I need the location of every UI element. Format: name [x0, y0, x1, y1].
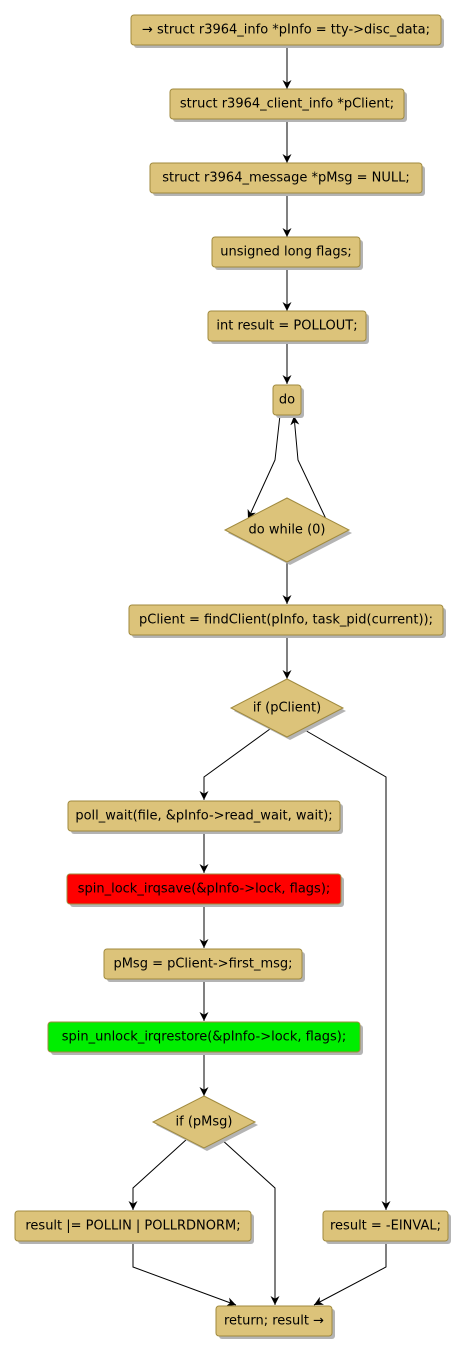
node-box — [103, 948, 303, 980]
edge-do-dowhile — [247, 414, 281, 520]
node-label: pClient = findClient(pInfo, task_pid(cur… — [139, 613, 433, 628]
node-box — [169, 88, 405, 120]
node-box — [207, 310, 367, 342]
node-box — [67, 800, 341, 832]
node-pollwait: poll_wait(file, &pInfo->read_wait, wait)… — [67, 800, 343, 834]
node-info: → struct r3964_info *pInfo = tty->disc_d… — [130, 14, 444, 48]
node-ifclient: if (pClient) — [229, 678, 346, 740]
node-ifmsg: if (pMsg) — [151, 1095, 258, 1151]
node-label: poll_wait(file, &pInfo->read_wait, wait)… — [75, 809, 332, 824]
node-label: int result = POLLOUT; — [216, 319, 357, 334]
node-find: pClient = findClient(pInfo, task_pid(cur… — [128, 604, 446, 638]
edge-pollin-return — [132, 1241, 237, 1307]
node-label: spin_unlock_irqrestore(&pInfo->lock, fla… — [62, 1030, 347, 1045]
node-box — [211, 236, 361, 268]
node-box — [149, 162, 423, 194]
node-label: unsigned long flags; — [220, 245, 352, 260]
decision-diamond — [223, 497, 351, 563]
node-label: struct r3964_message *pMsg = NULL; — [162, 171, 410, 186]
node-client: struct r3964_client_info *pClient; — [169, 88, 407, 122]
node-label: spin_lock_irqsave(&pInfo->lock, flags); — [78, 882, 331, 897]
decision-diamond — [151, 1095, 257, 1149]
edge-ifclient-einval — [302, 728, 391, 1210]
node-label: pMsg = pClient->first_msg; — [113, 957, 292, 972]
node-box — [14, 1210, 252, 1242]
edge-einval-return — [313, 1241, 387, 1306]
node-box — [128, 604, 444, 636]
edge-dowhile-do-loop — [290, 415, 327, 520]
node-dowhile: do while (0) — [223, 497, 352, 565]
edges — [128, 45, 391, 1307]
node-result: int result = POLLOUT; — [207, 310, 369, 344]
node-label: struct r3964_client_info *pClient; — [180, 97, 394, 112]
node-label: return; result → — [224, 1314, 324, 1329]
node-first: pMsg = pClient->first_msg; — [103, 948, 305, 982]
node-label: → struct r3964_info *pInfo = tty->disc_d… — [142, 23, 430, 38]
node-box — [322, 1210, 449, 1242]
node-label: result = -EINVAL; — [330, 1219, 441, 1234]
node-do: do — [272, 384, 304, 418]
node-flags: unsigned long flags; — [211, 236, 363, 270]
node-label: do — [279, 393, 295, 408]
nodes: → struct r3964_info *pInfo = tty->disc_d… — [14, 14, 451, 1339]
node-unlock: spin_unlock_irqrestore(&pInfo->lock, fla… — [47, 1021, 363, 1055]
node-label: result |= POLLIN | POLLRDNORM; — [25, 1219, 240, 1234]
node-box — [215, 1305, 333, 1337]
node-label: if (pClient) — [253, 701, 321, 716]
node-box — [47, 1021, 361, 1053]
edge-ifclient-pollwait — [199, 728, 271, 800]
decision-diamond — [229, 678, 345, 738]
edge-ifmsg-pollin — [128, 1138, 188, 1210]
node-label: if (pMsg) — [176, 1115, 233, 1130]
node-msg: struct r3964_message *pMsg = NULL; — [149, 162, 425, 196]
node-return: return; result → — [215, 1305, 335, 1339]
node-einval: result = -EINVAL; — [322, 1210, 451, 1244]
node-pollin: result |= POLLIN | POLLRDNORM; — [14, 1210, 254, 1244]
node-box — [66, 873, 342, 905]
node-label: do while (0) — [249, 523, 326, 538]
node-lock: spin_lock_irqsave(&pInfo->lock, flags); — [66, 873, 344, 907]
node-box — [130, 14, 442, 46]
node-box — [272, 384, 302, 416]
edge-ifmsg-return — [220, 1138, 280, 1305]
